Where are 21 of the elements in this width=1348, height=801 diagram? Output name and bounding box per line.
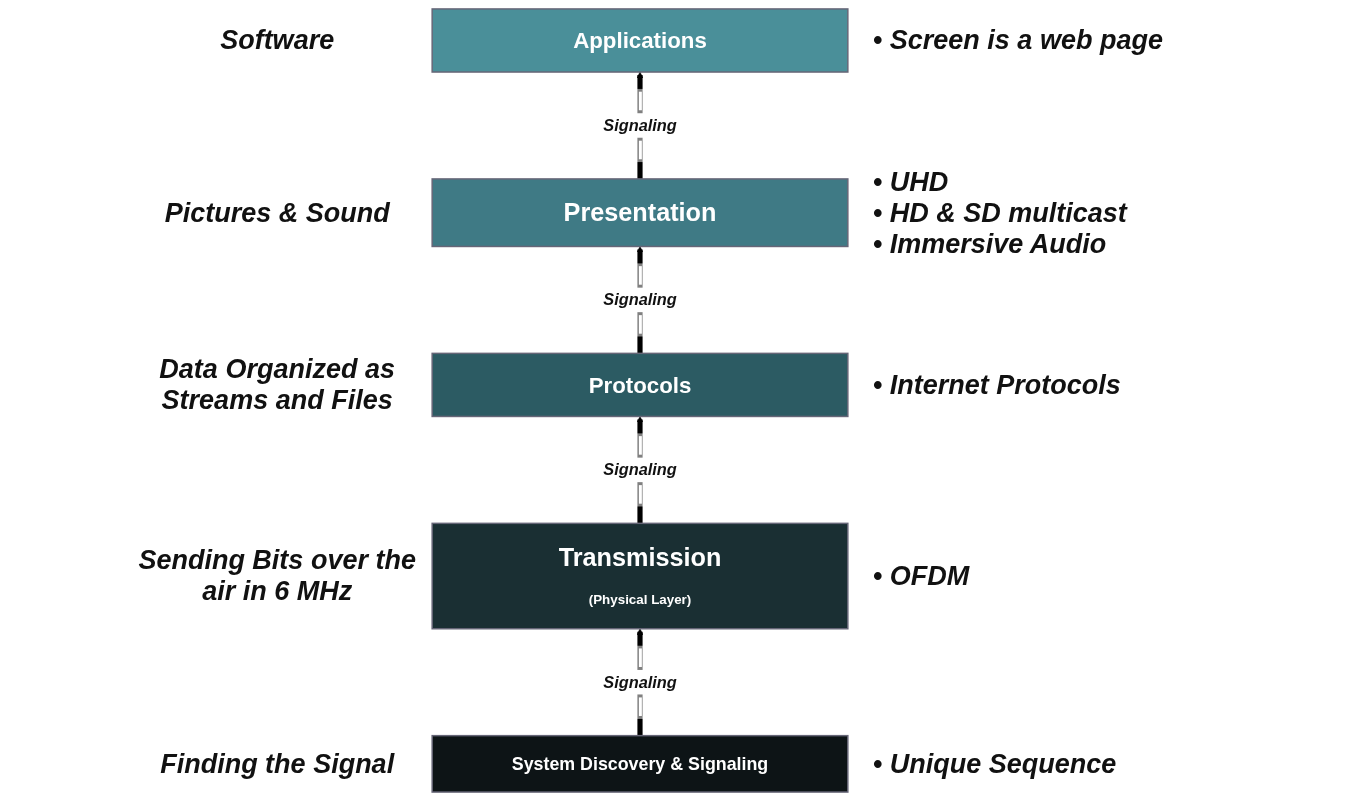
bullet-item: • Internet Protocols [872,369,1122,401]
bullet-item: • Immersive Audio [872,228,1108,260]
layer-description: Data Organized as Streams and Files [158,353,396,416]
bullet-item: • Screen is a web page [872,25,1164,56]
edge-label: Signaling [600,263,680,337]
layer-box: Protocols [431,352,849,418]
layer-box: Applications [431,8,849,73]
layer-box: Transmission (Physical Layer) [431,522,849,630]
layer-description: Finding the Signal [159,748,396,780]
edge-label: Signaling [600,433,680,507]
edge-label: Signaling [600,645,680,719]
layer-box: System Discovery & Signaling [431,734,849,793]
edge-label: Signaling [600,88,680,163]
bullet-item: • UHD [872,166,950,198]
layer-description: Pictures & Sound [163,197,391,229]
layer-description: Software [219,25,336,56]
bullet-item: • HD & SD multicast [872,197,1129,229]
bullet-item: • Unique Sequence [872,748,1118,780]
layer-box: Presentation [431,178,849,248]
layer-description: Sending Bits over the air in 6 MHz [137,545,417,608]
bullet-item: • OFDM [872,560,971,592]
